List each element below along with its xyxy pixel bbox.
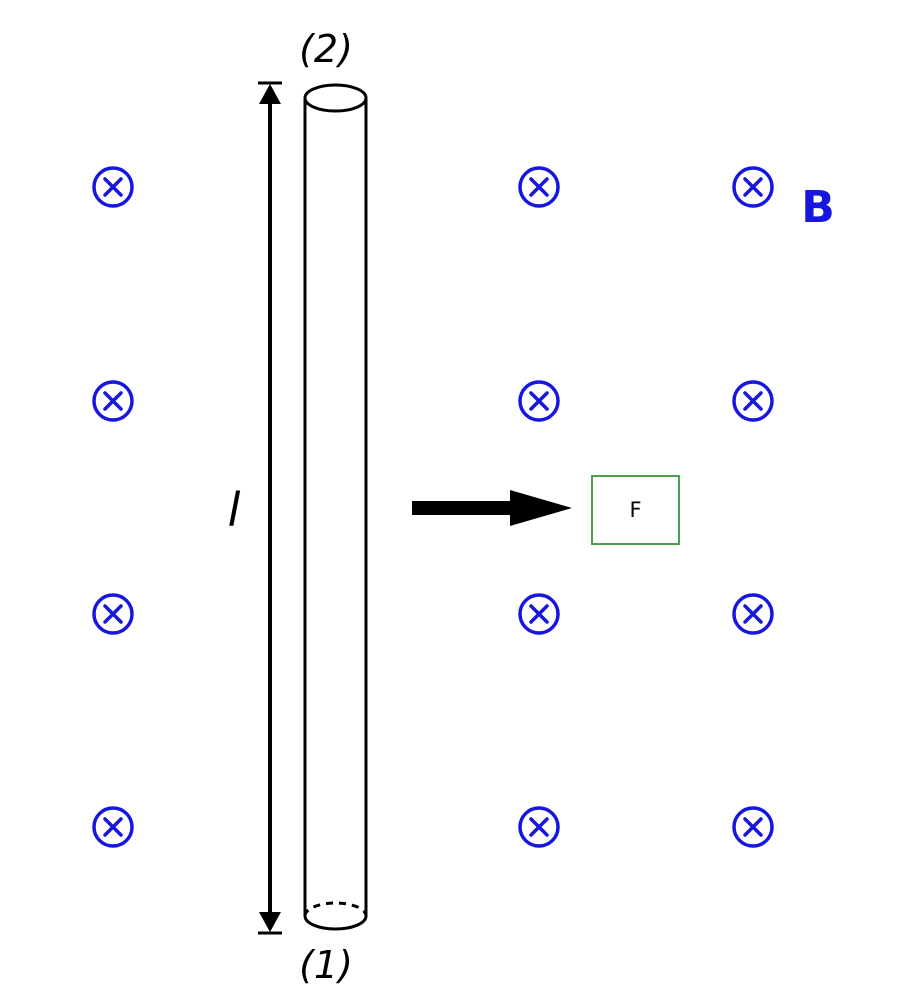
cross-into-page-icon — [518, 166, 560, 208]
force-arrow — [412, 490, 572, 526]
cross-into-page-icon — [732, 593, 774, 635]
cross-into-page-icon — [92, 166, 134, 208]
cross-into-page-icon — [732, 380, 774, 422]
force-label-box — [591, 475, 680, 545]
cross-into-page-icon — [518, 806, 560, 848]
force-label: F — [629, 498, 641, 522]
cross-into-page-icon — [92, 593, 134, 635]
end-label-top: (2) — [299, 27, 353, 71]
cross-into-page-icon — [92, 380, 134, 422]
cross-into-page-icon — [92, 806, 134, 848]
cross-into-page-icon — [732, 166, 774, 208]
cross-into-page-icon — [732, 806, 774, 848]
length-dimension-arrow — [258, 81, 282, 935]
conducting-rod — [303, 83, 368, 931]
cross-into-page-icon — [518, 593, 560, 635]
length-label: l — [228, 483, 241, 537]
end-label-bottom: (1) — [299, 943, 353, 987]
field-label: B — [801, 182, 835, 233]
cross-into-page-icon — [518, 380, 560, 422]
